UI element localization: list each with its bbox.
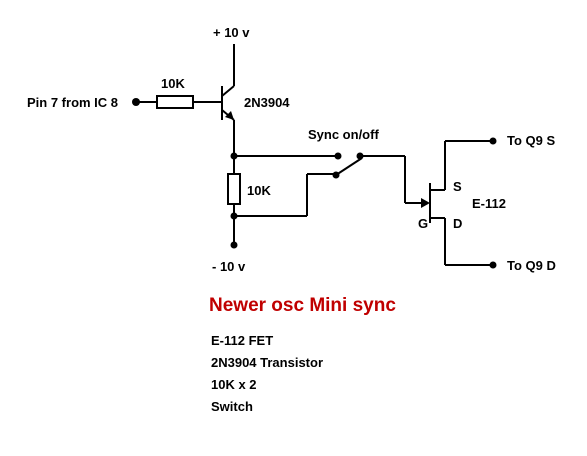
parts-list-item: Switch [211, 399, 253, 414]
label-emitter-resistor: 10K [247, 183, 271, 198]
transistor-2n3904-symbol [221, 85, 235, 121]
negative-rail-wire [230, 173, 334, 249]
label-supply-negative: - 10 v [212, 259, 246, 274]
sync-switch-symbol [332, 152, 428, 204]
label-switch: Sync on/off [308, 127, 379, 142]
input-resistor-symbol [156, 95, 194, 109]
label-input-resistor: 10K [161, 76, 185, 91]
label-input-source: Pin 7 from IC 8 [27, 95, 118, 110]
diagram-title: Newer osc Mini sync [209, 295, 396, 316]
label-supply-positive: + 10 v [213, 25, 250, 40]
parts-list-item: 2N3904 Transistor [211, 355, 323, 370]
emitter-wire [230, 120, 336, 174]
input-wire [132, 98, 222, 106]
label-drain: D [453, 216, 462, 231]
emitter-resistor-symbol [227, 173, 241, 205]
label-output-s: To Q9 S [507, 133, 555, 148]
parts-list-item: 10K x 2 [211, 377, 257, 392]
label-source: S [453, 179, 462, 194]
label-gate: G [418, 216, 428, 231]
parts-list-item: E-112 FET [211, 333, 273, 348]
label-fet: E-112 [472, 196, 506, 211]
fet-e112-symbol [421, 137, 497, 269]
label-output-d: To Q9 D [507, 258, 556, 273]
label-transistor: 2N3904 [244, 95, 290, 110]
parts-list: E-112 FET 2N3904 Transistor 10K x 2 Swit… [211, 333, 323, 414]
